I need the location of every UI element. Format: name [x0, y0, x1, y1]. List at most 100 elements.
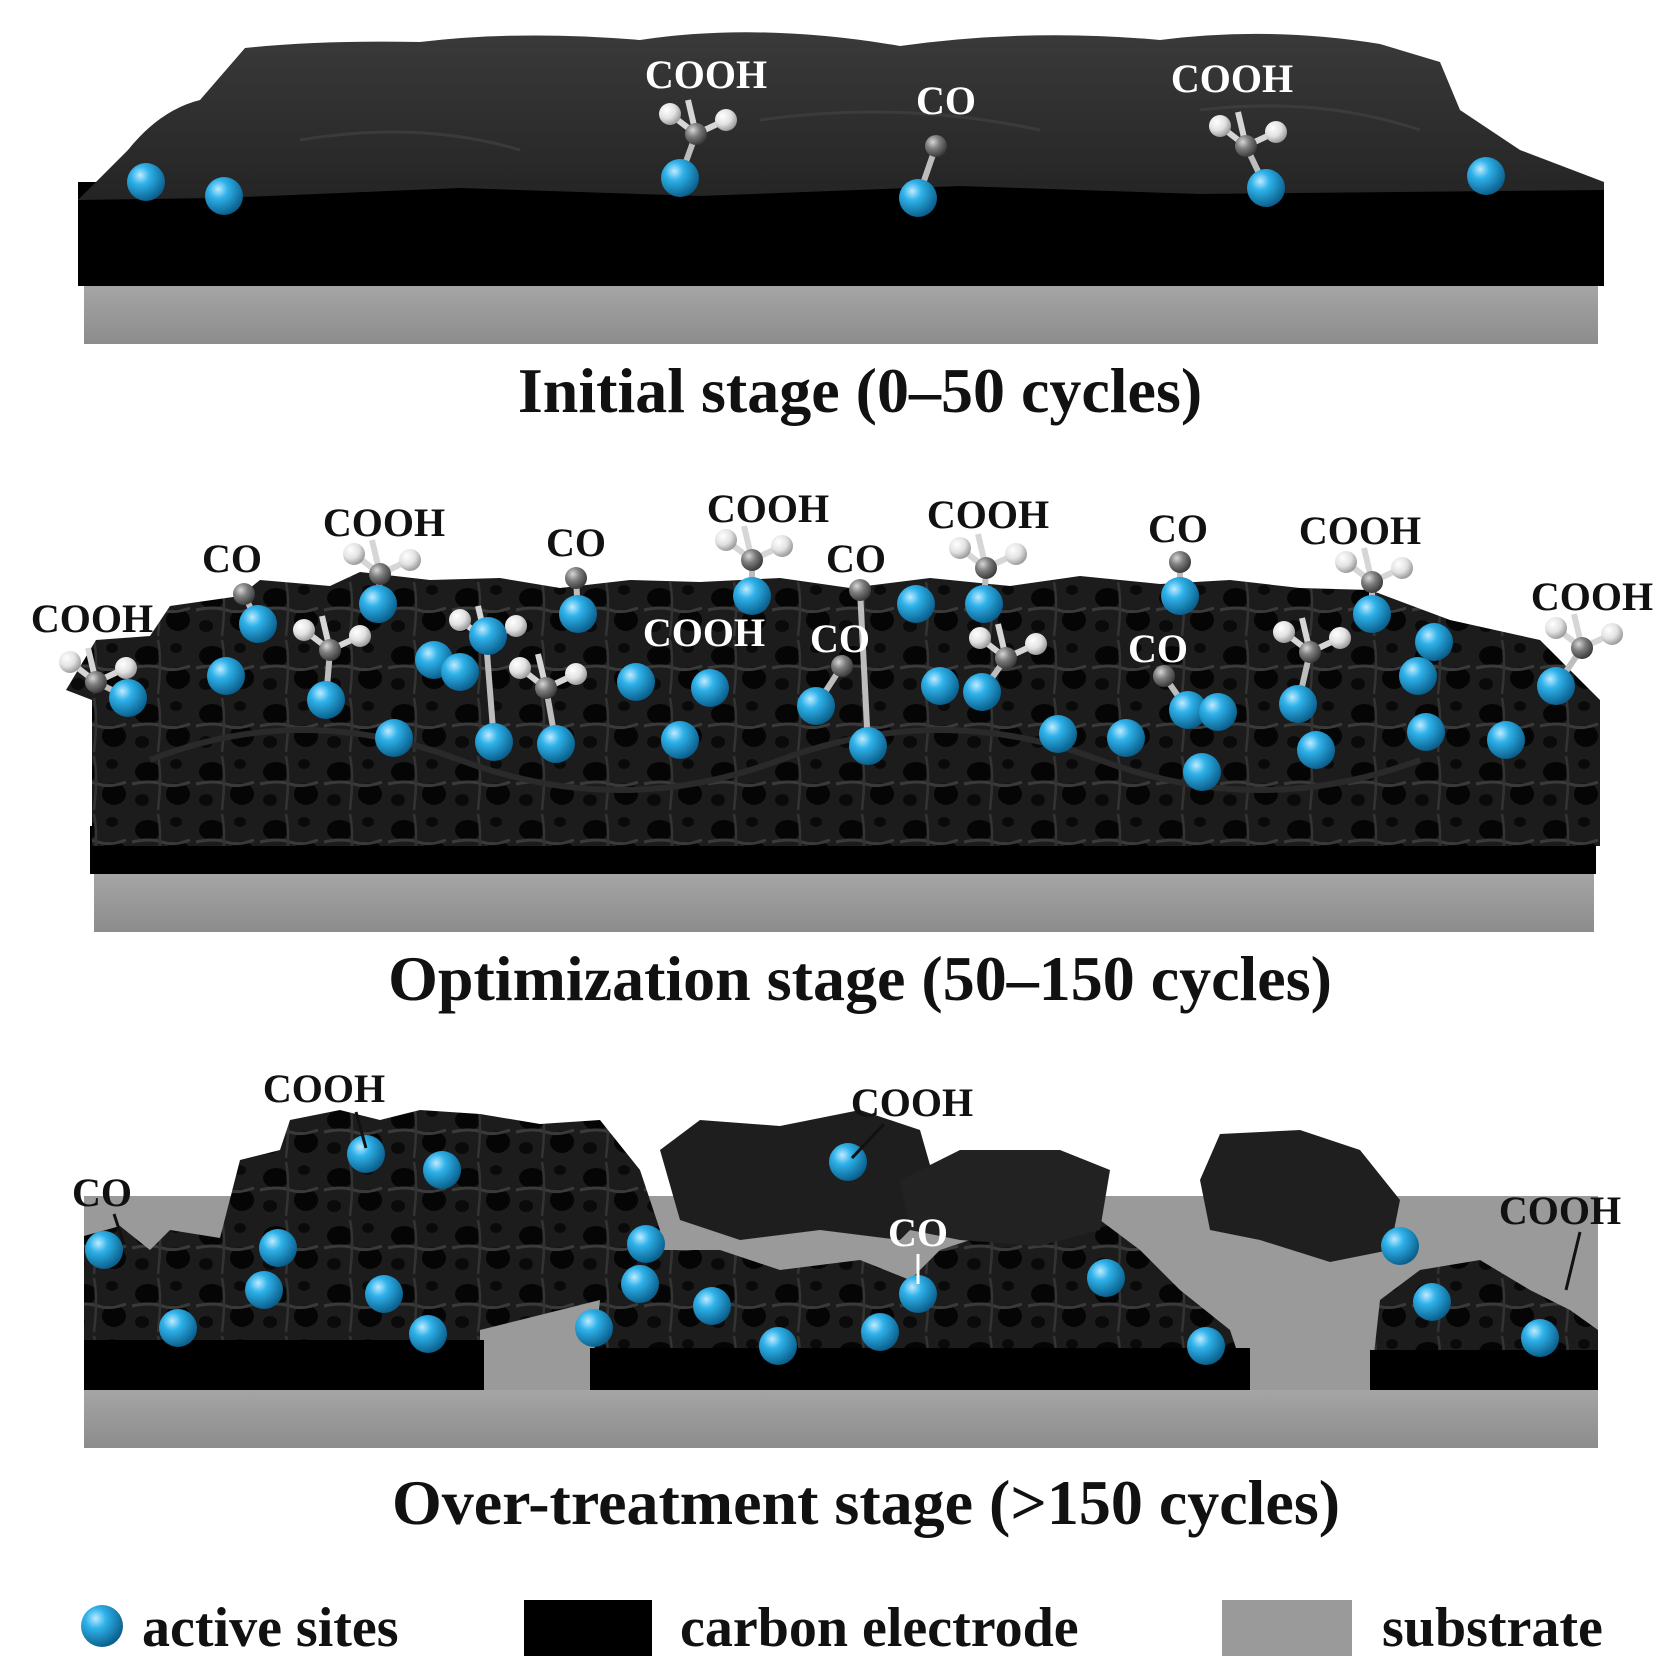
- active-site-45: [259, 1229, 297, 1267]
- active-site-38: [1407, 713, 1445, 751]
- active-site-49: [423, 1151, 461, 1189]
- hydroxyl-atom-9: [1005, 543, 1027, 565]
- substrate-layer-3: [84, 1388, 1598, 1448]
- oxygen-atom-13: [293, 619, 315, 641]
- oxygen-atom-11: [1335, 551, 1357, 573]
- active-site-markers: [85, 157, 1575, 1365]
- carbon-atom-11: [1361, 571, 1383, 593]
- gray-swatch-icon: [1222, 1600, 1352, 1656]
- stage3-label-3: CO: [888, 1210, 948, 1255]
- active-site-24: [897, 585, 935, 623]
- stage3-label-2: COOH: [851, 1080, 973, 1125]
- active-site-58: [1087, 1259, 1125, 1297]
- carbon-block-3c: [660, 1110, 940, 1240]
- carbon-atom-18: [1299, 641, 1321, 663]
- substrate-layer-2: [94, 872, 1594, 932]
- active-site-33: [1199, 693, 1237, 731]
- active-site-57: [899, 1275, 937, 1313]
- legend-label-active-sites: active sites: [142, 1597, 399, 1659]
- active-site-29: [1107, 719, 1145, 757]
- active-site-4: [1247, 169, 1285, 207]
- active-site-13: [441, 653, 479, 691]
- active-site-2: [661, 159, 699, 197]
- oxygen-atom-7: [715, 529, 737, 551]
- legend-label-substrate: substrate: [1382, 1597, 1603, 1659]
- active-site-31: [1169, 691, 1207, 729]
- carbon-atom-3: [85, 671, 107, 693]
- stage2-label-8: COOH: [1299, 508, 1421, 553]
- active-site-59: [1187, 1327, 1225, 1365]
- blue-sphere-icon: [81, 1605, 123, 1647]
- active-site-53: [693, 1287, 731, 1325]
- stage2-label-5: CO: [826, 536, 886, 581]
- hydroxyl-atom-14: [565, 663, 587, 685]
- active-site-23: [849, 727, 887, 765]
- active-site-54: [759, 1327, 797, 1365]
- active-site-44: [245, 1271, 283, 1309]
- stage2-label-7: CO: [1148, 506, 1208, 551]
- active-site-6: [109, 679, 147, 717]
- active-site-16: [537, 725, 575, 763]
- stage2-label-11: CO: [810, 616, 870, 661]
- over-treatment-stage-caption: Over-treatment stage (>150 cycles): [392, 1467, 1340, 1538]
- oxygen-atom-12: [1545, 617, 1567, 639]
- oxygen-atom-9: [949, 537, 971, 559]
- stage2-label-0: COOH: [31, 596, 153, 641]
- substrate-layer-1: [84, 284, 1598, 344]
- initial-stage-caption: Initial stage (0–50 cycles): [518, 355, 1202, 426]
- active-site-3: [899, 179, 937, 217]
- active-site-48: [409, 1315, 447, 1353]
- carbon-block-3d: [900, 1150, 1110, 1246]
- active-site-20: [691, 669, 729, 707]
- active-site-60: [1381, 1227, 1419, 1265]
- active-site-10: [359, 585, 397, 623]
- hydroxyl-atom-18: [1329, 627, 1351, 649]
- active-site-62: [1521, 1319, 1559, 1357]
- legend: active sites carbon electrode substrate: [81, 1597, 1603, 1659]
- oxygen-atom-0: [659, 103, 681, 125]
- active-site-18: [617, 663, 655, 701]
- optimization-stage-caption: Optimization stage (50–150 cycles): [388, 943, 1332, 1014]
- hydroxyl-atom-3: [115, 657, 137, 679]
- active-site-43: [159, 1309, 197, 1347]
- hydroxyl-atom-5: [399, 549, 421, 571]
- active-site-26: [963, 673, 1001, 711]
- carbon-atom-9: [975, 557, 997, 579]
- carbon-atom-12: [1571, 637, 1593, 659]
- carbon-fragment-3a: [84, 1110, 660, 1390]
- carbon-atom-7: [741, 549, 763, 571]
- active-site-37: [1399, 657, 1437, 695]
- label-leader-lines: [112, 1111, 1582, 1291]
- oxygen-atom-14: [509, 657, 531, 679]
- active-site-32: [1183, 753, 1221, 791]
- hydroxyl-atom-7: [771, 535, 793, 557]
- stage2-label-1: CO: [202, 536, 262, 581]
- active-site-25: [921, 667, 959, 705]
- carbon-atom-4: [233, 583, 255, 605]
- hydroxyl-atom-19: [505, 615, 527, 637]
- oxygen-atom-18: [1273, 621, 1295, 643]
- carbon-electrode-layer-1: [78, 182, 1604, 286]
- hydroxyl-atom-11: [1391, 557, 1413, 579]
- active-site-39: [1415, 623, 1453, 661]
- active-site-46: [347, 1135, 385, 1173]
- active-site-11: [375, 719, 413, 757]
- active-site-8: [239, 605, 277, 643]
- carbon-atom-6: [565, 567, 587, 589]
- carbon-surface-1: [78, 32, 1604, 201]
- active-site-14: [469, 617, 507, 655]
- chemical-labels: COOH CO COOH COOH CO COOH CO COOH CO COO…: [31, 52, 1653, 1255]
- stage1-label-2: COOH: [1171, 56, 1293, 101]
- active-site-5: [1467, 157, 1505, 195]
- active-site-40: [1487, 721, 1525, 759]
- oxygen-atom-16: [969, 627, 991, 649]
- active-site-7: [207, 657, 245, 695]
- active-site-19: [661, 721, 699, 759]
- oxygen-atom-2: [1209, 115, 1231, 137]
- active-site-15: [475, 723, 513, 761]
- stage2-label-4: COOH: [707, 486, 829, 531]
- stage2-label-10: COOH: [643, 610, 765, 655]
- oxygen-atom-5: [343, 543, 365, 565]
- active-site-56: [861, 1313, 899, 1351]
